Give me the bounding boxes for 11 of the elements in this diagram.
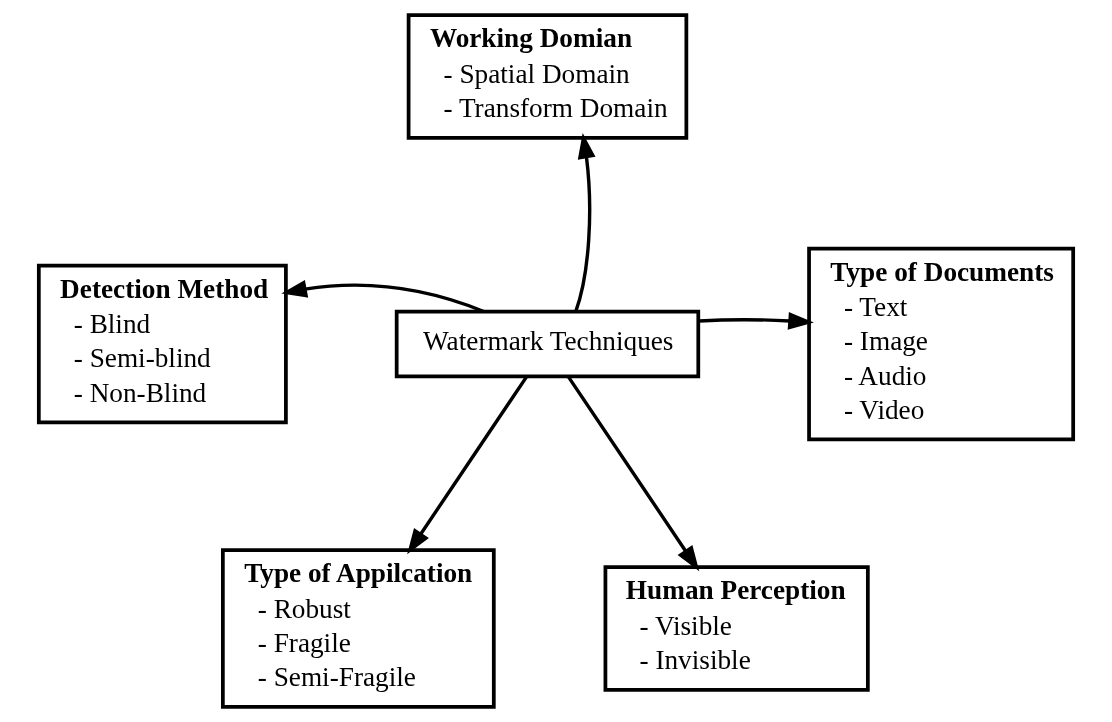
node-box: Detection Method - Blind - Semi-blind - Non-Blind bbox=[36, 263, 288, 425]
node-box: Type of Appilcation - Robust - Fragile - Semi-Fragile bbox=[221, 548, 496, 709]
arrow bbox=[281, 280, 485, 314]
arrow bbox=[567, 375, 700, 572]
node-box: Watermark Techniques bbox=[394, 309, 701, 379]
arrow bbox=[698, 311, 814, 330]
node-box: Type of Documents - Text - Image - Audio - Video bbox=[807, 246, 1076, 442]
node-box: Working Domian - Spatial Domain - Transform Domain bbox=[406, 13, 689, 140]
arrow bbox=[574, 132, 596, 312]
arrow bbox=[407, 375, 528, 555]
node-box: Human Perception - Visible - Invisible bbox=[603, 565, 870, 692]
